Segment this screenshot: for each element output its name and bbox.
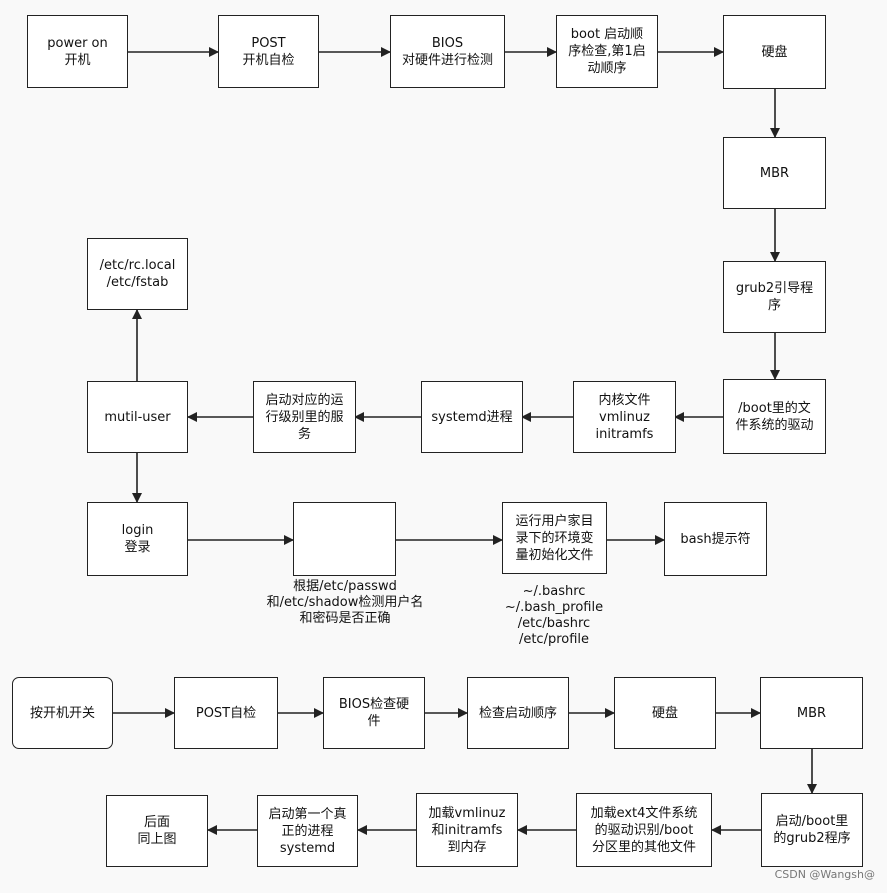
node-load-kernel: 加载vmlinuz 和initramfs 到内存 xyxy=(416,793,518,867)
node-boot-driver: /boot里的文 件系统的驱动 xyxy=(723,379,826,454)
node-systemd: systemd进程 xyxy=(421,381,523,453)
node-power-switch: 按开机开关 xyxy=(12,677,113,749)
node-login: login 登录 xyxy=(87,502,188,576)
node-mbr: MBR xyxy=(723,137,826,209)
node-disk: 硬盘 xyxy=(723,15,826,89)
node-disk-2: 硬盘 xyxy=(614,677,716,749)
node-start-systemd: 启动第一个真 正的进程 systemd xyxy=(257,795,358,867)
note-env-files: ~/.bashrc ~/.bash_profile /etc/bashrc /e… xyxy=(504,584,604,647)
node-multi-user: mutil-user xyxy=(87,381,188,453)
watermark: CSDN @Wangsh@ xyxy=(774,868,875,881)
node-kernel: 内核文件 vmlinuz initramfs xyxy=(573,381,676,453)
node-rc-local: /etc/rc.local /etc/fstab xyxy=(87,238,188,310)
note-check-password: 根据/etc/passwd 和/etc/shadow检测用户名 和密码是否正确 xyxy=(266,579,424,626)
node-env-init: 运行用户家目 录下的环境变 量初始化文件 xyxy=(502,502,607,574)
node-mbr-2: MBR xyxy=(760,677,863,749)
node-power-on: power on 开机 xyxy=(27,15,128,88)
node-bios: BIOS 对硬件进行检测 xyxy=(390,15,505,88)
node-grub2-program: 启动/boot里 的grub2程序 xyxy=(761,793,863,867)
node-same-as-above: 后面 同上图 xyxy=(106,795,208,867)
node-grub2: grub2引导程 序 xyxy=(723,261,826,333)
node-post-check: POST自检 xyxy=(174,677,278,749)
node-post: POST 开机自检 xyxy=(218,15,319,88)
node-bash-prompt: bash提示符 xyxy=(664,502,767,576)
node-boot-order: boot 启动顺 序检查,第1启 动顺序 xyxy=(556,15,658,88)
node-bios-check: BIOS检查硬 件 xyxy=(323,677,425,749)
node-boot-order-check: 检查启动顺序 xyxy=(467,677,569,749)
node-check-password xyxy=(293,502,396,576)
node-services: 启动对应的运 行级别里的服 务 xyxy=(253,381,356,453)
node-ext4-driver: 加载ext4文件系统 的驱动识别/boot 分区里的其他文件 xyxy=(576,793,712,867)
